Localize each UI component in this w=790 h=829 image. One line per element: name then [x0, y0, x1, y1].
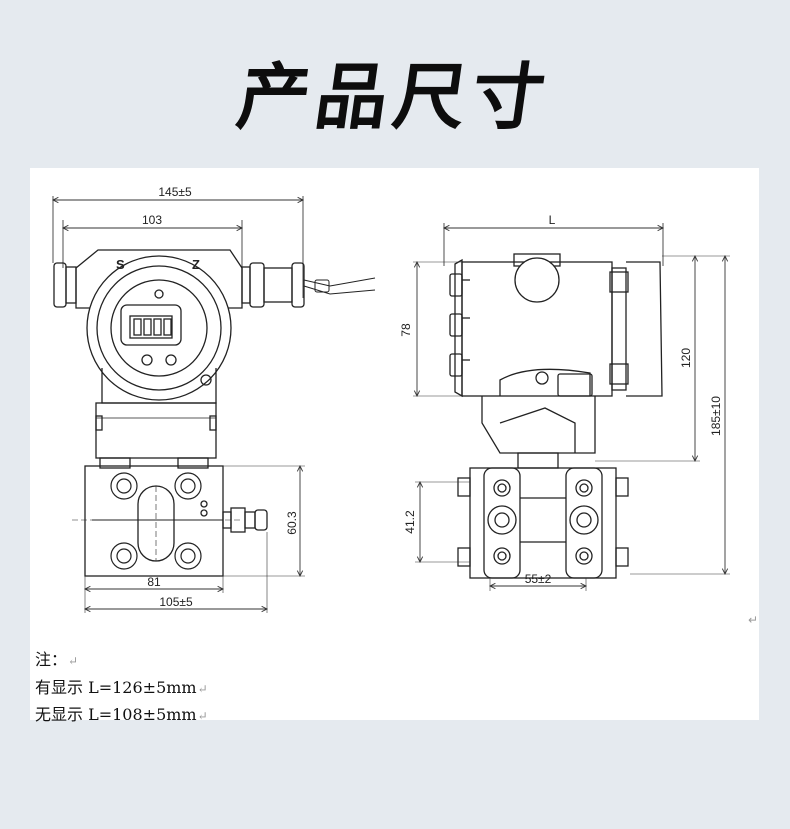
dim-housing-width: 103	[142, 213, 162, 227]
dim-total-height: 185±10	[709, 396, 723, 436]
label-z: Z	[192, 257, 200, 272]
dim-overall-width: 145±5	[158, 185, 192, 199]
note-without-display-line: 无显示 L=108±5mm↵	[35, 701, 208, 725]
dimension-drawing: 145±5 103 60.3 81 105±5 S Z	[30, 185, 730, 613]
dim-flange-outer: 105±5	[159, 595, 193, 609]
front-view	[52, 196, 376, 577]
dim-flange-inner: 81	[147, 575, 161, 589]
front-dimensions	[53, 200, 305, 613]
page-title: 产品尺寸	[232, 55, 556, 139]
side-dimensions	[413, 228, 730, 591]
label-s: S	[116, 257, 125, 272]
return-mark: ↵	[197, 682, 208, 696]
dim-length: L	[549, 213, 556, 227]
dim-body-height: 120	[679, 348, 693, 368]
note-heading-line: 注：↵	[35, 646, 78, 670]
note-with-display-line: 有显示 L=126±5mm↵	[35, 674, 208, 698]
dim-flange-height: 60.3	[285, 511, 299, 535]
dim-port-spacing-v: 41.2	[403, 510, 417, 534]
note-heading: 注：	[35, 650, 68, 669]
dim-housing-height: 78	[399, 323, 413, 337]
side-view	[443, 223, 664, 579]
return-mark-side: ↵	[748, 613, 759, 627]
return-mark: ↵	[197, 709, 208, 723]
note-without-display: 无显示 L=108±5mm	[35, 705, 197, 724]
drawing-sheet: 145±5 103 60.3 81 105±5 S Z	[30, 168, 759, 724]
dim-port-spacing-h: 55±2	[525, 572, 552, 586]
return-mark: ↵	[68, 654, 79, 668]
note-with-display: 有显示 L=126±5mm	[35, 678, 197, 697]
